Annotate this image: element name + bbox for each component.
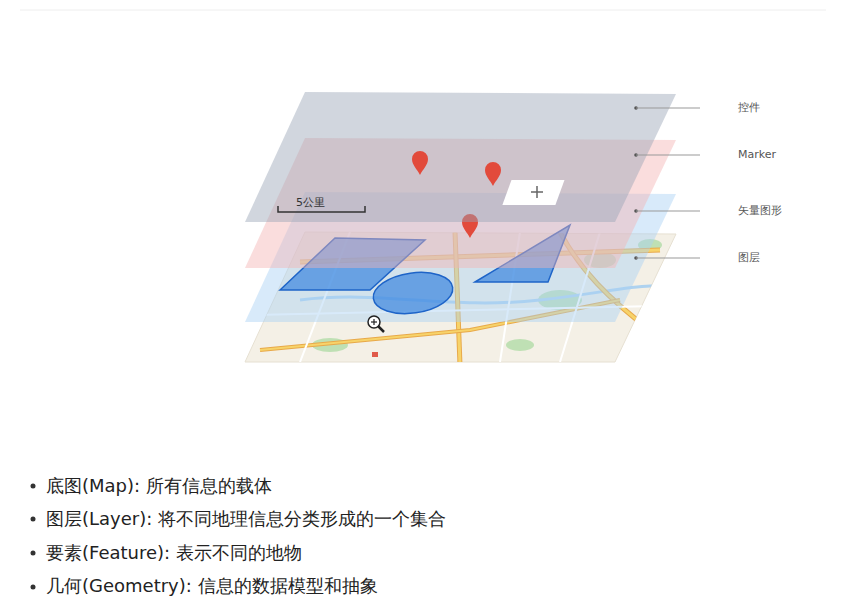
layer-name: 图层 — [738, 251, 760, 264]
bullet-text: 底图(Map): 所有信息的载体 — [46, 475, 272, 497]
layer-name: 控件 — [738, 101, 760, 114]
scale-label: 5公里 — [296, 196, 325, 209]
layer-name: 矢量图形 — [738, 204, 782, 217]
control-layer — [245, 92, 676, 222]
bullet-text: 图层(Layer): 将不同地理信息分类形成的一个集合 — [46, 508, 446, 530]
top-rule — [20, 10, 826, 11]
bullet-dots — [31, 484, 36, 590]
bullet-text: 几何(Geometry): 信息的数据模型和抽象 — [46, 575, 378, 597]
leader-lines — [634, 106, 700, 260]
layer-name: Marker — [738, 148, 776, 161]
zoom-cursor — [368, 316, 384, 332]
bullet-text: 要素(Feature): 表示不同的地物 — [46, 542, 302, 564]
